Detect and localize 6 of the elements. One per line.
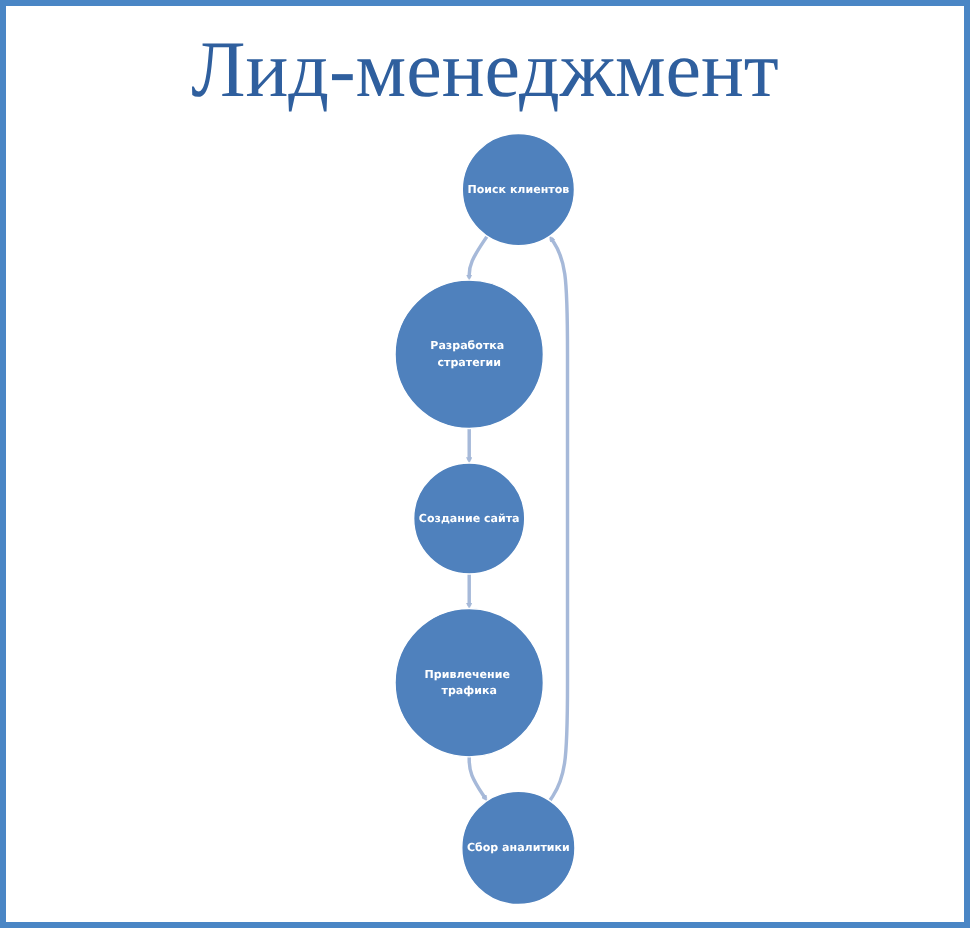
arrow: [548, 235, 570, 802]
arrow: [467, 756, 488, 802]
diagram-title: Лид-менеджмент: [191, 22, 779, 116]
arrow: [466, 574, 473, 609]
arrow: [466, 235, 489, 281]
arrow: [466, 428, 473, 464]
